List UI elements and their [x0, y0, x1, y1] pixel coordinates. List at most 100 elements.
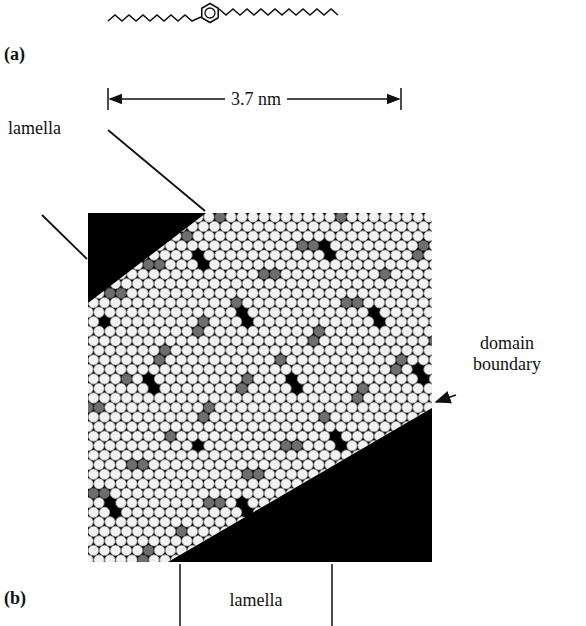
- atom-sphere: [193, 402, 203, 412]
- atom-sphere: [165, 278, 175, 288]
- atom-sphere: [319, 507, 329, 517]
- atom-sphere: [110, 545, 120, 555]
- atom-sphere: [160, 345, 170, 355]
- atom-sphere: [226, 326, 236, 336]
- atom-sphere: [204, 440, 214, 450]
- atom-sphere: [385, 259, 395, 269]
- atom-sphere: [204, 383, 214, 393]
- atom-sphere: [352, 336, 362, 346]
- atom-sphere: [281, 269, 291, 279]
- atom-sphere: [275, 355, 285, 365]
- atom-sphere: [330, 317, 340, 327]
- atom-sphere: [187, 450, 197, 460]
- atom-sphere: [226, 536, 236, 546]
- atom-sphere: [391, 498, 401, 508]
- atom-sphere: [226, 307, 236, 317]
- atom-sphere: [226, 288, 236, 298]
- atom-sphere: [303, 555, 313, 565]
- atom-sphere: [352, 412, 362, 422]
- atom-sphere: [160, 517, 170, 527]
- atom-sphere: [281, 459, 291, 469]
- atom-sphere: [424, 250, 434, 260]
- atom-sphere: [292, 250, 302, 260]
- atom-sphere: [286, 412, 296, 422]
- atom-sphere: [154, 336, 164, 346]
- atom-sphere: [319, 431, 329, 441]
- atom-sphere: [182, 326, 192, 336]
- atom-sphere: [347, 459, 357, 469]
- atom-sphere: [347, 326, 357, 336]
- atom-sphere: [209, 374, 219, 384]
- atom-sphere: [424, 307, 434, 317]
- atom-sphere: [286, 298, 296, 308]
- atom-sphere: [314, 498, 324, 508]
- atom-sphere: [138, 345, 148, 355]
- atom-sphere: [149, 345, 159, 355]
- atom-sphere: [237, 440, 247, 450]
- atom-sphere: [220, 412, 230, 422]
- atom-sphere: [204, 517, 214, 527]
- atom-sphere: [171, 459, 181, 469]
- atom-sphere: [330, 374, 340, 384]
- atom-sphere: [88, 431, 98, 441]
- atom-sphere: [413, 307, 423, 317]
- atom-sphere: [358, 440, 368, 450]
- atom-sphere: [165, 393, 175, 403]
- atom-sphere: [374, 259, 384, 269]
- atom-sphere: [204, 288, 214, 298]
- atom-sphere: [88, 221, 98, 231]
- atom-sphere: [83, 231, 93, 241]
- atom-sphere: [330, 221, 340, 231]
- atom-sphere: [226, 498, 236, 508]
- atom-sphere: [402, 479, 412, 489]
- atom-sphere: [347, 364, 357, 374]
- atom-sphere: [215, 212, 225, 222]
- atom-sphere: [121, 317, 131, 327]
- atom-sphere: [297, 450, 307, 460]
- atom-sphere: [440, 488, 450, 498]
- atom-sphere: [424, 269, 434, 279]
- atom-sphere: [149, 517, 159, 527]
- atom-sphere: [429, 278, 439, 288]
- atom-sphere: [226, 459, 236, 469]
- atom-sphere: [275, 374, 285, 384]
- atom-sphere: [292, 307, 302, 317]
- atom-sphere: [116, 421, 126, 431]
- atom-sphere: [407, 488, 417, 498]
- atom-sphere: [435, 364, 445, 374]
- atom-sphere: [220, 450, 230, 460]
- atom-sphere: [363, 450, 373, 460]
- atom-sphere: [440, 298, 450, 308]
- atom-sphere: [440, 240, 450, 250]
- atom-sphere: [149, 459, 159, 469]
- atom-sphere: [369, 536, 379, 546]
- atom-sphere: [138, 307, 148, 317]
- atom-sphere: [154, 526, 164, 536]
- atom-sphere: [127, 231, 137, 241]
- atom-sphere: [319, 545, 329, 555]
- atom-sphere: [143, 278, 153, 288]
- atom-sphere: [253, 488, 263, 498]
- atom-sphere: [413, 536, 423, 546]
- atom-sphere: [363, 393, 373, 403]
- atom-sphere: [281, 421, 291, 431]
- atom-sphere: [391, 250, 401, 260]
- atom-sphere: [110, 431, 120, 441]
- atom-sphere: [336, 536, 346, 546]
- atom-sphere: [435, 536, 445, 546]
- atom-sphere: [105, 555, 115, 565]
- atom-sphere: [341, 507, 351, 517]
- atom-sphere: [176, 317, 186, 327]
- atom-sphere: [369, 250, 379, 260]
- atom-sphere: [116, 440, 126, 450]
- atom-sphere: [407, 450, 417, 460]
- atom-sphere: [286, 545, 296, 555]
- atom-sphere: [418, 488, 428, 498]
- atom-sphere: [165, 317, 175, 327]
- atom-sphere: [176, 221, 186, 231]
- atom-sphere: [385, 336, 395, 346]
- atom-sphere: [385, 469, 395, 479]
- atom-sphere: [380, 345, 390, 355]
- atom-sphere: [363, 317, 373, 327]
- atom-sphere: [110, 374, 120, 384]
